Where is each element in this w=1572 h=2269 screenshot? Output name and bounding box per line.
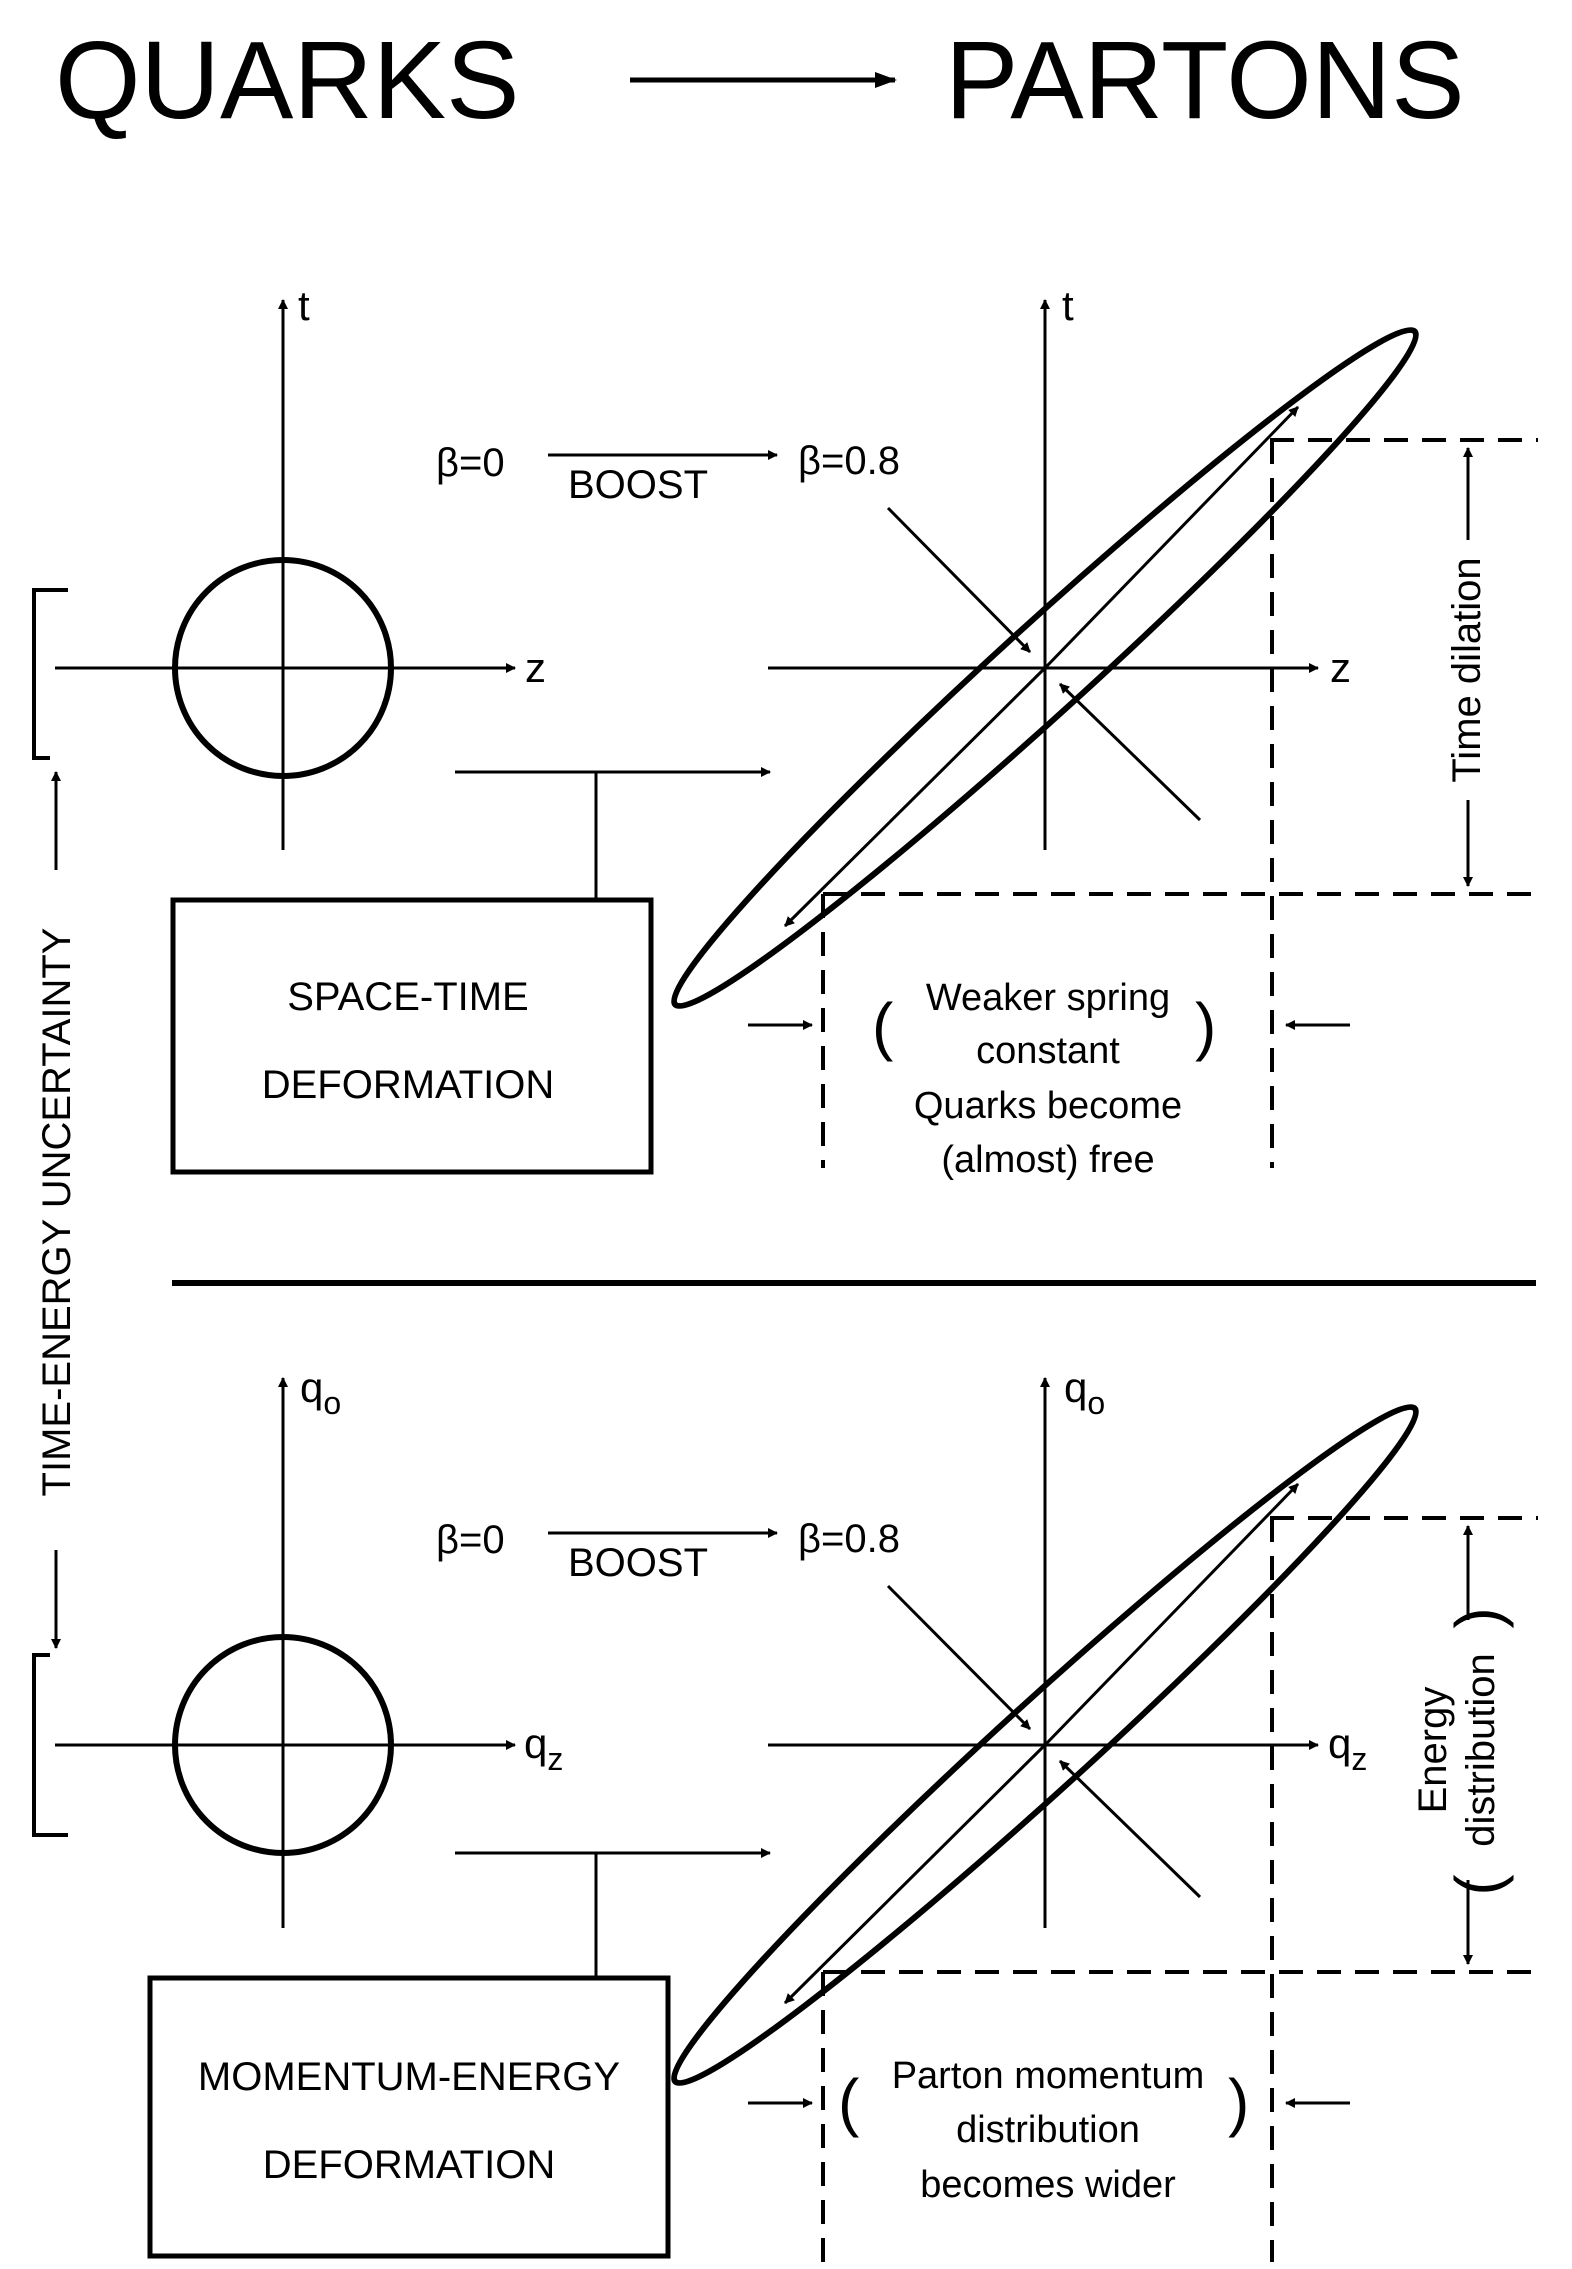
note-line3-bottom: becomes wider	[920, 2164, 1176, 2206]
time-dilation-label: Time dilation	[1445, 557, 1489, 782]
note-line1-bottom: Parton momentum	[892, 2055, 1205, 2097]
light-cone-arrow-upper-top	[886, 506, 1032, 654]
box-label-line1-bottom: MOMENTUM-ENERGY	[198, 2055, 620, 2099]
quark-circle-bottom	[172, 1634, 394, 1856]
qz-axis-left-label: qz	[524, 1720, 563, 1777]
title-left: QUARKS	[55, 19, 520, 142]
ellipse-axis-upper-bottom	[1043, 1482, 1300, 1747]
light-cone-arrow-upper-bottom	[886, 1584, 1032, 1731]
quark-circle-top	[172, 557, 394, 779]
title-right: PARTONS	[945, 19, 1465, 142]
bottom-panel: qo qz β=0 BOOST β=0.8 qo qz MOMENTUM-ENE…	[55, 1364, 1538, 2262]
note-paren-open-top: (	[872, 990, 893, 1062]
ellipse-axis-upper-top	[1043, 405, 1300, 670]
note-line2-bottom: distribution	[956, 2109, 1140, 2151]
note-paren-close-bottom: )	[1228, 2066, 1249, 2138]
z-axis-right-label: z	[1330, 644, 1351, 691]
momentum-energy-deformation-box	[147, 1975, 671, 2259]
top-panel: t z β=0 BOOST β=0.8 t z SPACE-TIME DEFOR…	[55, 282, 1538, 1181]
q0-axis-left-label: qo	[300, 1364, 341, 1421]
energy-label-line2: distribution	[1459, 1653, 1503, 1846]
note-line4-top: (almost) free	[941, 1139, 1154, 1181]
energy-label-line1: Energy	[1411, 1687, 1455, 1814]
note-line3-top: Quarks become	[914, 1085, 1182, 1127]
q0-axis-right-label: qo	[1064, 1364, 1105, 1421]
note-line1-top: Weaker spring	[926, 977, 1170, 1019]
light-cone-arrow-lower-top	[1058, 682, 1202, 822]
box-label-line2-top: DEFORMATION	[262, 1063, 555, 1107]
energy-paren-open: (	[1442, 1874, 1514, 1895]
box-label-line2-bottom: DEFORMATION	[263, 2143, 556, 2187]
note-paren-open-bottom: (	[838, 2066, 859, 2138]
boost-label-top: BOOST	[568, 463, 708, 507]
box-label-line1-top: SPACE-TIME	[287, 975, 529, 1019]
t-axis-right-label: t	[1062, 282, 1074, 329]
beta-zero-label-bottom: β=0	[436, 1518, 505, 1562]
note-paren-close-top: )	[1195, 990, 1216, 1062]
beta-zero-label-top: β=0	[436, 441, 505, 485]
dashed-guides-top	[821, 438, 1538, 1168]
beta-boost-label-top: β=0.8	[798, 439, 900, 483]
ellipse-axis-lower-top	[783, 666, 1047, 928]
light-cone-arrow-lower-bottom	[1058, 1759, 1202, 1899]
ellipse-axis-lower-bottom	[783, 1743, 1047, 2005]
title: QUARKS PARTONS	[55, 19, 1465, 142]
upper-bracket	[32, 588, 68, 760]
z-axis-left-label: z	[525, 644, 546, 691]
lower-bracket	[32, 1653, 68, 1837]
space-time-deformation-box	[170, 897, 654, 1175]
beta-boost-label-bottom: β=0.8	[798, 1517, 900, 1561]
boost-label-bottom: BOOST	[568, 1541, 708, 1585]
qz-axis-right-label: qz	[1328, 1720, 1367, 1777]
left-uncertainty-bracket	[32, 588, 68, 1837]
deformed-ellipse-bottom	[671, 1403, 1419, 2087]
deformed-ellipse-top	[671, 326, 1419, 1010]
t-axis-left-label: t	[298, 282, 310, 329]
dashed-guides-bottom	[821, 1516, 1538, 2262]
note-line2-top: constant	[976, 1030, 1120, 1072]
energy-paren-close: )	[1442, 1607, 1514, 1628]
time-energy-uncertainty-label: TIME-ENERGY UNCERTAINTY	[35, 928, 79, 1497]
